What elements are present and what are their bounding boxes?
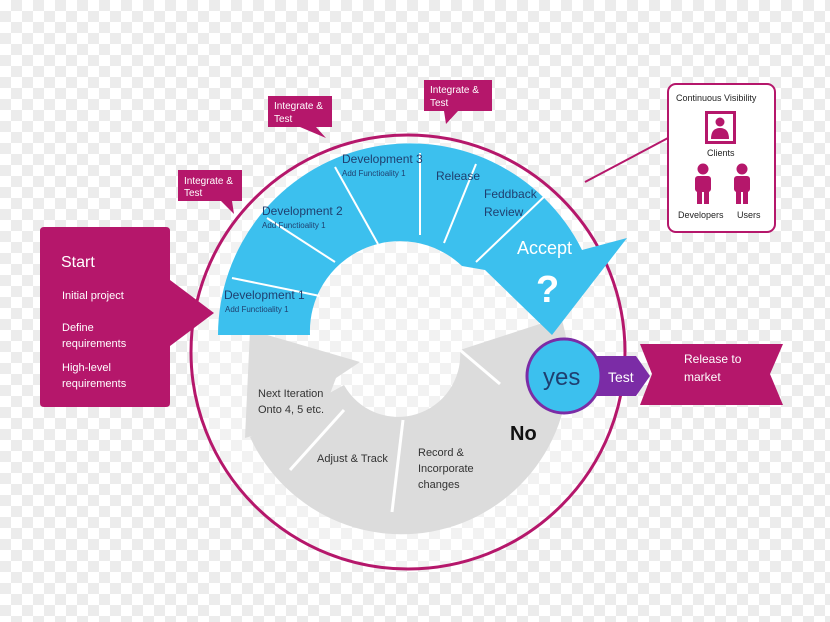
- start-item-3: requirements: [62, 338, 127, 350]
- developers-label: Developers: [678, 210, 724, 220]
- cyan-divider-5: [443, 163, 477, 244]
- yes-label: yes: [543, 364, 580, 391]
- feedback-label-2: Review: [484, 205, 524, 219]
- cyan-divider-6: [475, 192, 549, 263]
- integrate-tag-2-line2: Test: [274, 114, 293, 125]
- cyan-divider-2: [266, 217, 336, 263]
- integrate-tag-3-line2: Test: [430, 98, 449, 109]
- record-line2: Incorporate: [418, 463, 474, 475]
- record-line1: Record &: [418, 447, 465, 459]
- next-iteration-arrow: [245, 330, 360, 438]
- gray-divider-1: [459, 348, 501, 386]
- integrate-tag-1-shape: [178, 170, 242, 214]
- client-icon: [705, 111, 736, 144]
- test-label: Test: [608, 369, 634, 385]
- release-market-line2: market: [684, 370, 721, 384]
- accept-label: Accept: [517, 238, 572, 258]
- yes-circle: [525, 337, 603, 415]
- development-2-sub: Add Functioality 1: [262, 221, 326, 230]
- start-title: Start: [61, 254, 95, 271]
- integrate-tag-2-shape: [268, 96, 332, 138]
- next-iteration-line1: Next Iteration: [258, 388, 323, 400]
- start-item-5: requirements: [62, 378, 127, 390]
- development-3-label: Development 3: [342, 152, 423, 166]
- record-line3: changes: [418, 479, 460, 491]
- visibility-title: Continuous Visibility: [676, 93, 757, 103]
- users-label: Users: [737, 210, 761, 220]
- start-item-2: Define: [62, 322, 94, 334]
- development-1-sub: Add Functioality 1: [225, 305, 289, 314]
- start-item-1: Initial project: [62, 290, 124, 302]
- start-box: [40, 227, 214, 407]
- release-label: Release: [436, 169, 480, 183]
- integrate-tag-2-line1: Integrate &: [274, 101, 323, 112]
- development-band: [218, 143, 627, 335]
- developer-icon: [695, 163, 711, 204]
- integrate-tag-1-line1: Integrate &: [184, 176, 233, 187]
- visibility-connector: [584, 137, 669, 183]
- test-tag-shape: [588, 356, 650, 396]
- release-market-line1: Release to: [684, 352, 742, 366]
- cyan-divider-3: [334, 166, 379, 245]
- next-iteration-line2: Onto 4, 5 etc.: [258, 404, 324, 416]
- start-item-4: High-level: [62, 362, 111, 374]
- development-2-label: Development 2: [262, 204, 343, 218]
- no-label: No: [510, 423, 537, 445]
- integrate-tag-3-shape: [424, 80, 492, 124]
- development-3-sub: Add Functioality 1: [342, 169, 406, 178]
- user-icon: [734, 163, 750, 204]
- feedback-label-1: Feddback: [484, 187, 538, 201]
- accept-question: ?: [536, 269, 559, 311]
- development-1-label: Development 1: [224, 288, 305, 302]
- release-market-ribbon: [640, 344, 783, 405]
- integrate-tag-1-line2: Test: [184, 188, 203, 199]
- gray-ring-track: [250, 317, 569, 535]
- visibility-box: [667, 83, 776, 233]
- adjust-track-label: Adjust & Track: [317, 453, 388, 465]
- gray-divider-3: [288, 408, 346, 472]
- gray-divider-2: [390, 419, 405, 513]
- integrate-tag-3-line1: Integrate &: [430, 85, 479, 96]
- clients-label: Clients: [707, 148, 735, 158]
- cyan-divider-1: [231, 277, 321, 297]
